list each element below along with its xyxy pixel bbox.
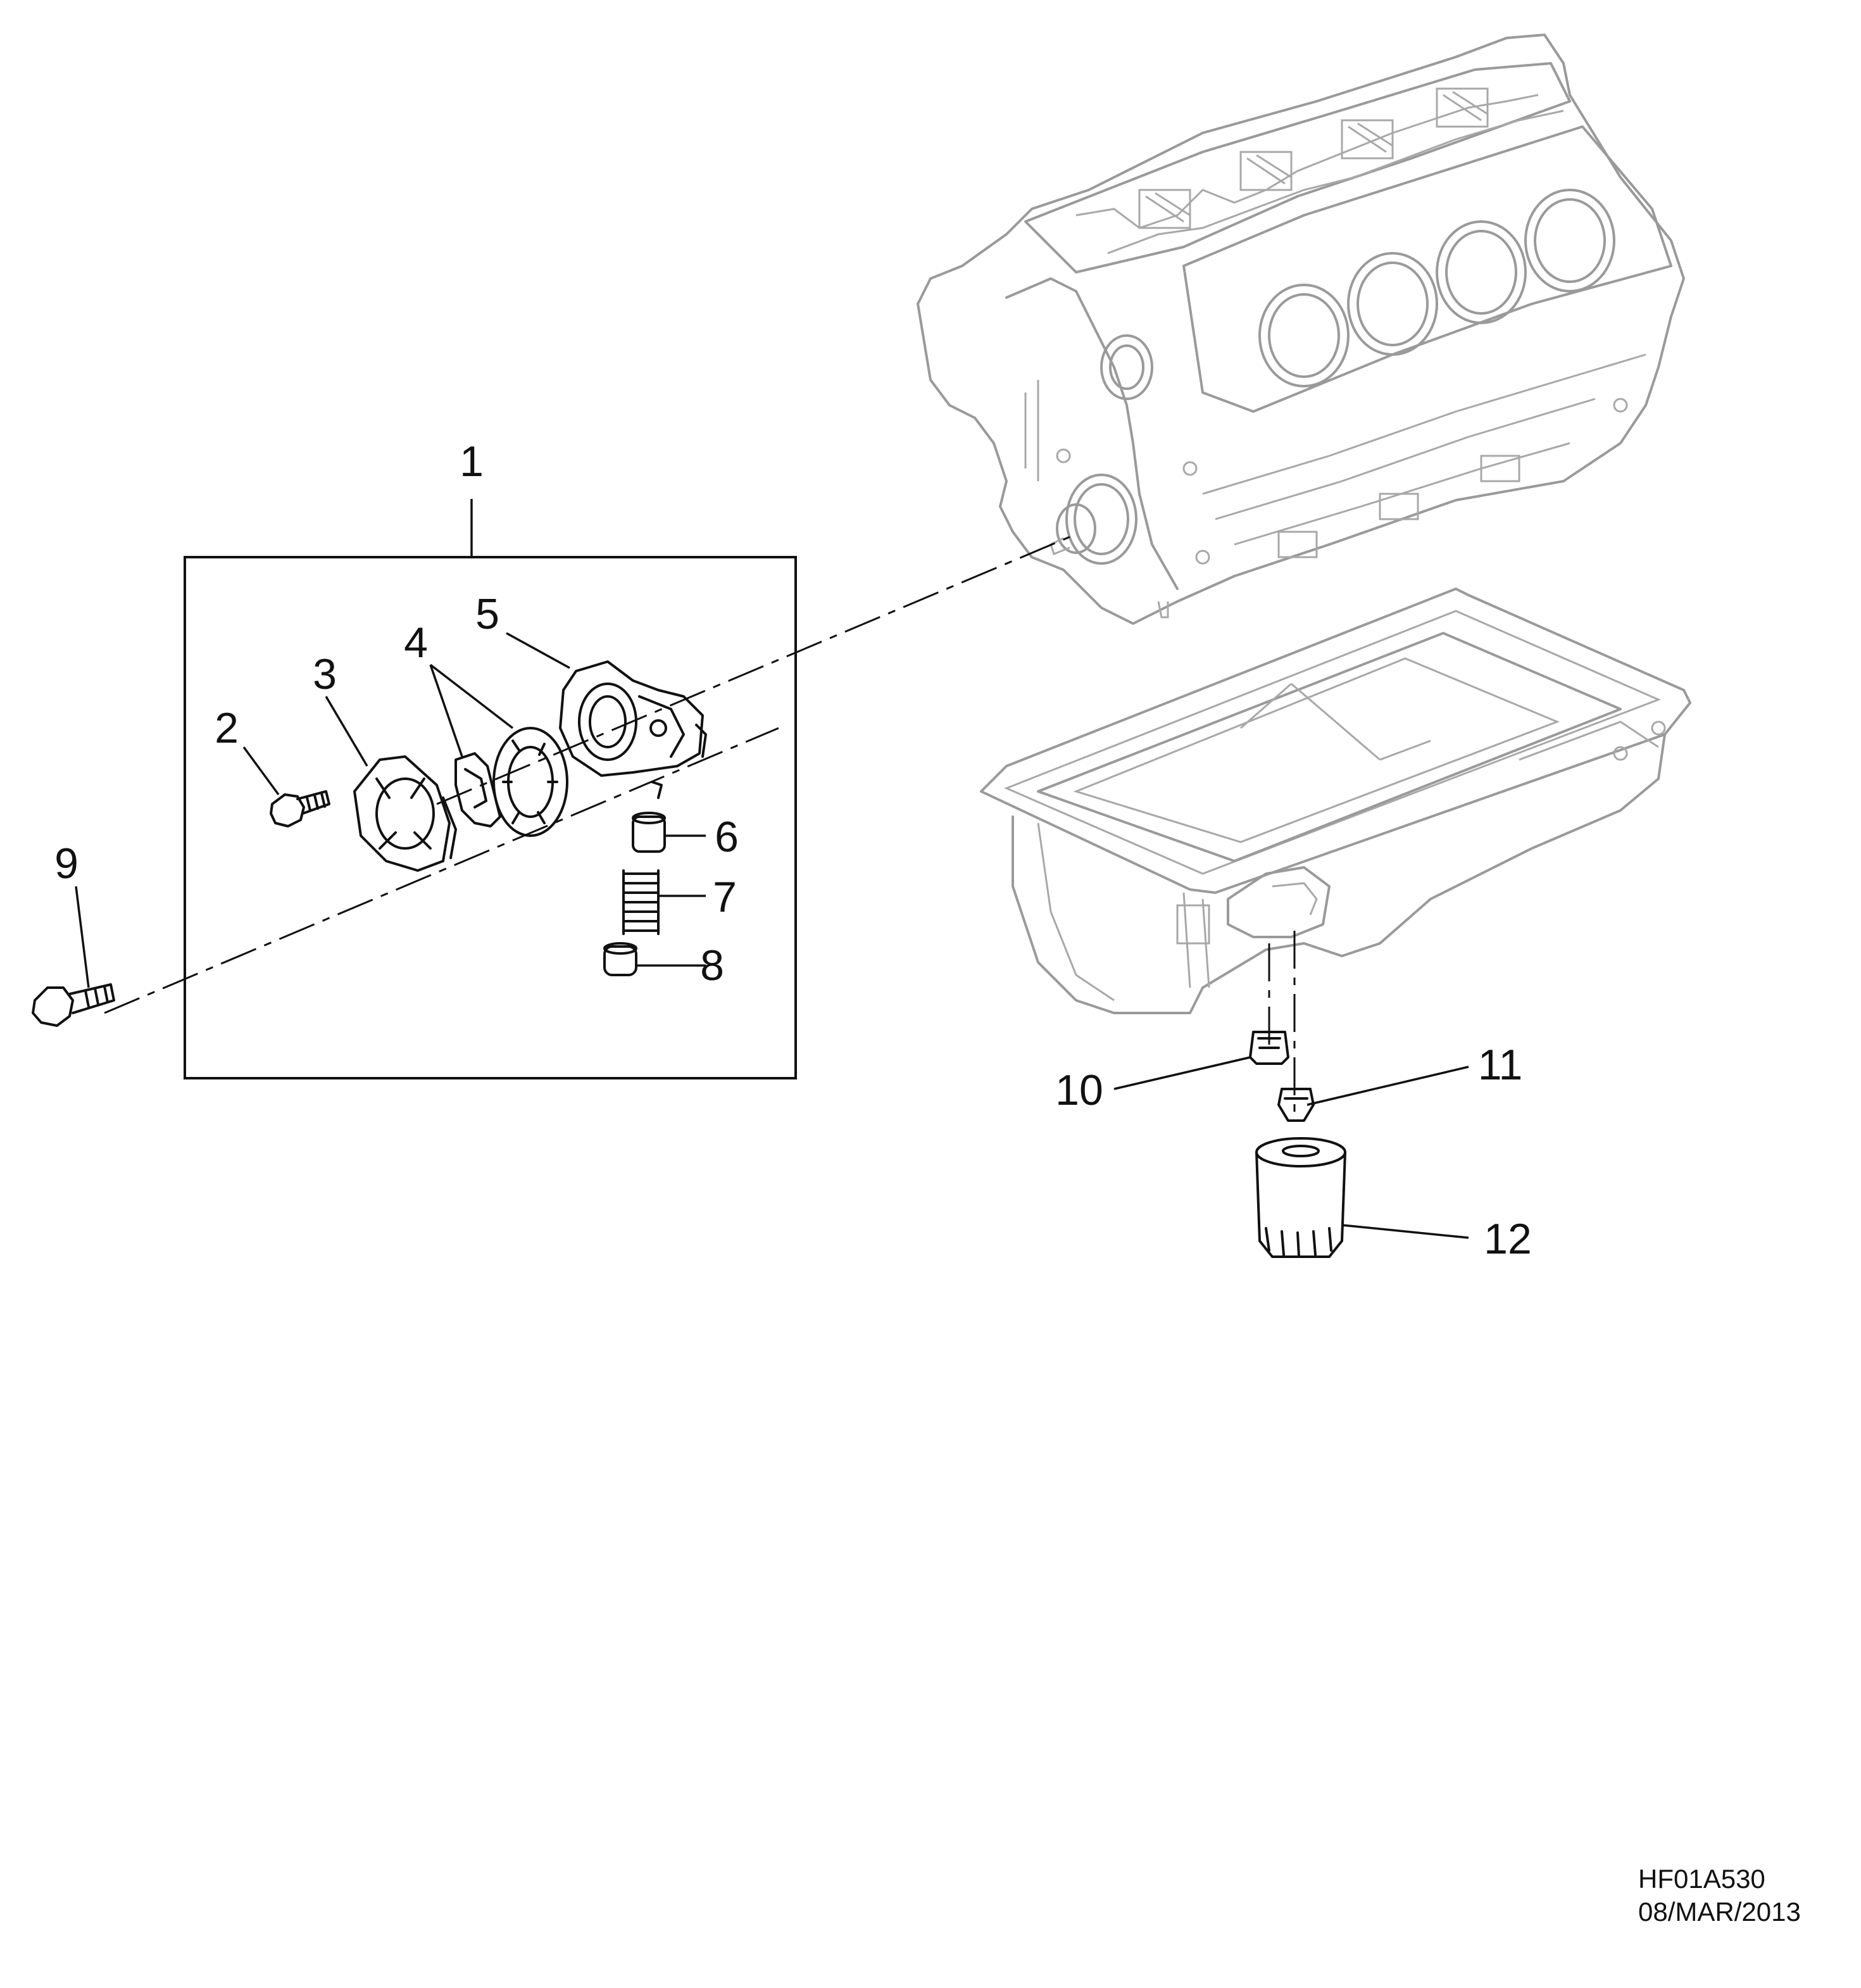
leader-line-11 [1306, 1066, 1469, 1106]
drawing-reference-date: 08/MAR/2013 [1638, 1897, 1801, 1927]
part-5-pump-housing [559, 660, 707, 777]
callout-9: 9 [54, 840, 78, 888]
leader-line-3 [325, 696, 368, 767]
leader-line-10 [1113, 1056, 1251, 1090]
callout-5: 5 [475, 590, 499, 638]
callout-3: 3 [313, 650, 337, 698]
oil-pan-illustration [980, 588, 1691, 1014]
part-2-bolt [270, 790, 330, 827]
callout-1: 1 [460, 437, 484, 486]
oil-pump-assembly-box [184, 556, 797, 1079]
part-12-oil-filter [1255, 1137, 1346, 1258]
callout-11: 11 [1478, 1041, 1523, 1089]
leader-line-9 [75, 886, 90, 988]
leader-line-4b [429, 664, 514, 729]
callout-2: 2 [215, 704, 239, 752]
assembly-centerline-lower [104, 727, 779, 1014]
leader-line-2 [242, 746, 280, 796]
part-3-cover-plate [353, 755, 457, 872]
callout-12: 12 [1484, 1215, 1532, 1263]
engine-block-illustration [917, 34, 1685, 625]
callout-6: 6 [715, 813, 739, 861]
part-8-plug [603, 942, 637, 976]
callout-8: 8 [700, 941, 724, 990]
assembly-centerline-upper [436, 536, 1070, 805]
part-4-rotor-set [454, 727, 568, 837]
callout-7: 7 [713, 873, 737, 921]
leader-line-4a [429, 664, 463, 757]
drawing-reference-code: HF01A530 [1638, 1864, 1765, 1894]
part-9-bolt [32, 983, 115, 1027]
part-11-filter-adapter [1277, 1088, 1315, 1122]
callout-4: 4 [404, 619, 428, 667]
callout-10: 10 [1055, 1066, 1103, 1114]
part-6-valve-cap [632, 781, 666, 853]
leader-line-5 [506, 632, 570, 669]
part-7-spring [622, 869, 660, 935]
leader-line-12 [1341, 1224, 1469, 1239]
